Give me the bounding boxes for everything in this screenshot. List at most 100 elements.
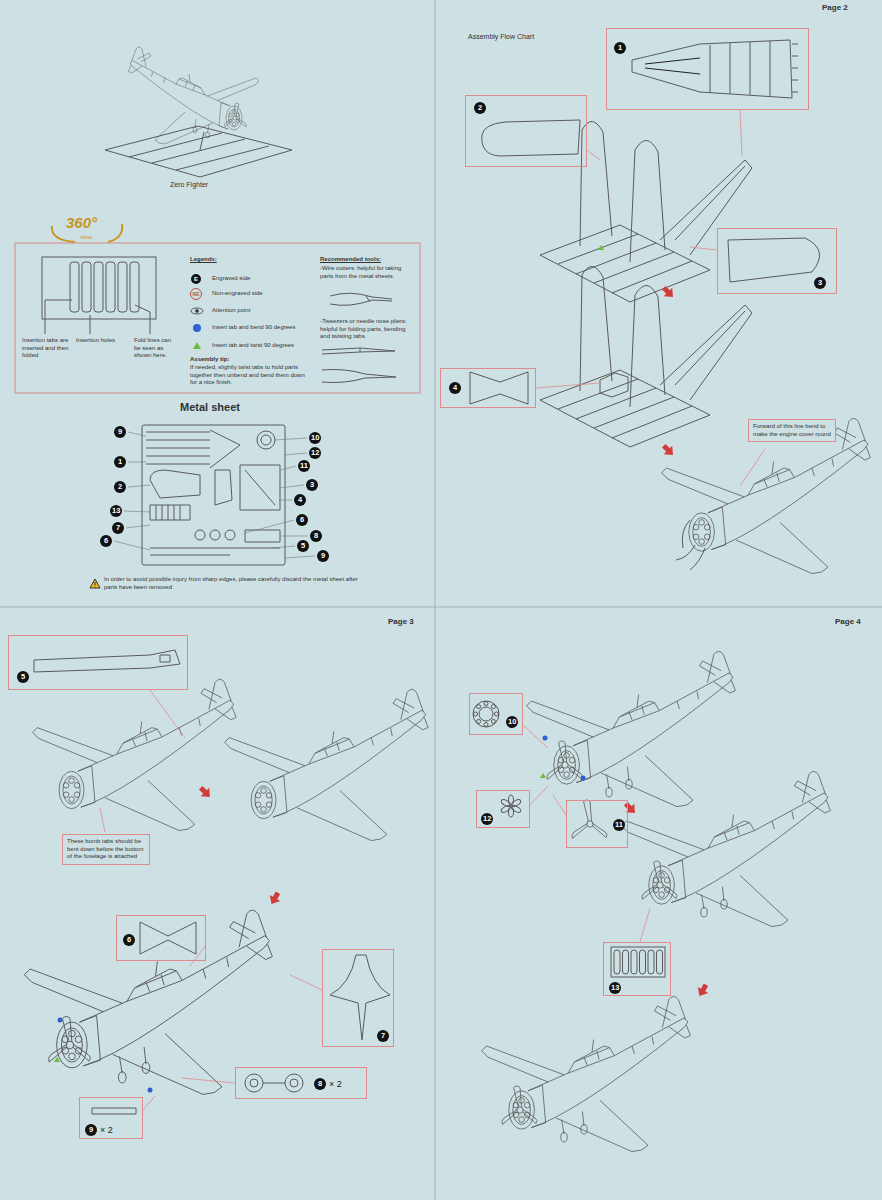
callout-part-drawing	[34, 40, 820, 1114]
tab-marker	[54, 1057, 60, 1062]
callout-part-drawing	[479, 707, 493, 721]
non-engraved-symbol: NE	[190, 288, 202, 300]
assembly-step-drawing	[24, 121, 870, 1151]
callout-part-drawing	[611, 947, 665, 977]
tab-marker	[148, 1088, 153, 1093]
callout-number: 10	[309, 432, 321, 444]
tools-heading: Recommended tools:	[320, 256, 381, 264]
metal-sheet-drawing	[195, 530, 205, 540]
callout-number: 11	[298, 460, 310, 472]
page-number: Page 4	[835, 617, 861, 627]
legend-panel	[15, 243, 420, 393]
tool-text: -Tweezers or needle nose pliers: helpful…	[320, 318, 416, 341]
callout-part-drawing	[263, 1083, 285, 1084]
callout-part-drawing	[631, 950, 637, 974]
assembly-step-drawing	[118, 1047, 149, 1083]
callout-part-drawing	[477, 705, 481, 709]
display-model	[105, 126, 292, 177]
legend-panel	[70, 262, 79, 312]
assembly-step-drawing	[660, 305, 752, 400]
callout-number: 10	[506, 716, 518, 728]
callout-box: 12	[476, 790, 530, 828]
assembly-step-drawing	[606, 767, 632, 797]
assembly-step-drawing	[701, 887, 727, 917]
callout-number: 7	[112, 522, 124, 534]
callout-part-drawing	[285, 1074, 303, 1092]
callout-part-drawing	[473, 701, 499, 727]
leader-line	[740, 449, 765, 486]
leader-line	[536, 383, 600, 388]
leader-line	[114, 432, 315, 558]
callout-part-drawing	[572, 800, 607, 838]
callout-number: 3	[814, 277, 826, 289]
callout-number: 8	[314, 1078, 326, 1090]
callout-part-drawing	[140, 922, 196, 954]
callout-part-drawing	[477, 719, 481, 723]
callout-part-drawing	[484, 723, 488, 727]
section-heading: Metal sheet	[180, 401, 240, 415]
metal-sheet-drawing	[215, 470, 232, 505]
assembly-step-drawing	[502, 1086, 537, 1124]
leader-line	[640, 908, 650, 942]
callout-part-drawing	[500, 798, 511, 807]
legend-heading: Legends:	[190, 256, 217, 264]
callout-number: 4	[294, 494, 306, 506]
warning-icon	[90, 579, 100, 588]
assembly-step-drawing	[676, 520, 705, 570]
callout-number: 12	[481, 813, 493, 825]
step-arrow	[660, 284, 678, 302]
callout-box: 9× 2	[79, 1097, 143, 1139]
legend-swatch	[193, 324, 201, 332]
callout-number: 8	[310, 530, 322, 542]
metal-sheet-drawing	[142, 425, 285, 565]
tab-marker	[58, 1018, 63, 1023]
callout-number: 6	[123, 934, 135, 946]
legend-panel	[322, 370, 396, 383]
warning-icon	[94, 586, 95, 587]
callout-part-drawing	[645, 58, 700, 74]
metal-sheet-drawing	[240, 465, 280, 510]
legend-text: Non-engraved side	[212, 290, 263, 298]
page-number: Page 3	[388, 617, 414, 627]
leader-line	[100, 110, 765, 1110]
leader-line	[290, 975, 322, 990]
tab-marker	[540, 773, 546, 778]
callout-number: 5	[17, 671, 29, 683]
callout-number: 9	[114, 426, 126, 438]
assembly-step-drawing	[580, 266, 612, 391]
callout-number: 3	[306, 479, 318, 491]
callout-number: 11	[613, 819, 625, 831]
legend-panel	[118, 262, 127, 312]
tab-marker	[598, 245, 604, 250]
callout-box: 8× 2	[235, 1067, 367, 1099]
note-text: Forward of this line bend to make the en…	[753, 423, 831, 438]
tip-heading: Assembly tip:	[190, 356, 229, 364]
tab-marker	[54, 245, 604, 1093]
callout-part-drawing	[495, 712, 499, 716]
metal-sheet-drawing	[150, 505, 190, 520]
tab-marker	[543, 736, 548, 741]
quantity-text: × 2	[329, 1078, 342, 1090]
callout-box: 4	[440, 368, 536, 408]
callout-part-drawing	[632, 40, 798, 98]
chart-heading: Assembly Flow Chart	[468, 33, 534, 42]
callout-number: 5	[297, 540, 309, 552]
callout-box: 13	[603, 942, 671, 996]
step-arrow	[622, 800, 640, 818]
callout-part-drawing	[290, 1079, 298, 1087]
step-arrow	[660, 442, 678, 460]
metal-sheet-drawing	[257, 431, 275, 449]
callout-part-drawing	[470, 372, 528, 404]
legend-panel	[106, 262, 115, 312]
assembly-step-drawing	[600, 373, 628, 397]
assembly-step-drawing	[662, 418, 871, 573]
assembly-step-drawing	[225, 689, 429, 840]
legend-panel	[196, 310, 199, 313]
callout-box: 11	[566, 800, 628, 848]
callout-part-drawing	[250, 1079, 258, 1087]
assembly-step-drawing	[642, 861, 677, 899]
legend-panel	[15, 243, 420, 393]
assembly-step-drawing	[622, 771, 831, 926]
assembly-step-drawing	[540, 370, 710, 447]
callout-part-drawing	[614, 950, 620, 974]
